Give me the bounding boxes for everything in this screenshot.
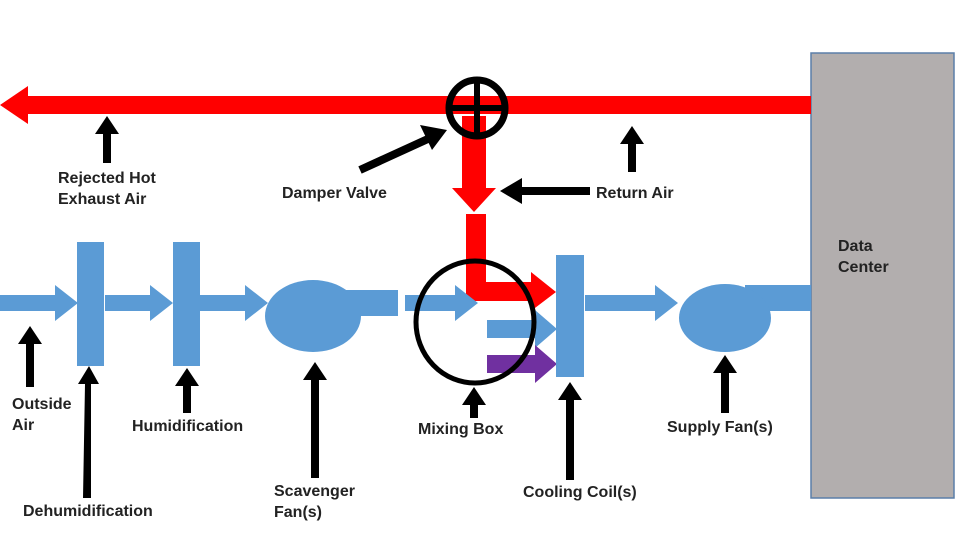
- flow-arrow-4: [405, 285, 478, 321]
- pointer-cooling-coil: [558, 382, 582, 480]
- flow-arrow-3: [200, 285, 268, 321]
- supply-fan-icon: [679, 284, 811, 352]
- outside-air-arrow: [0, 285, 78, 321]
- cold-air-arrow: [487, 345, 557, 383]
- dehumidification-label: Dehumidification: [23, 503, 153, 520]
- pointer-humidification: [175, 368, 199, 413]
- supply-fans-label: Supply Fan(s): [667, 419, 773, 436]
- pointer-return-air-head: [500, 178, 522, 204]
- dehumidification-panel: [77, 242, 104, 366]
- pointer-scavenger-fan: [303, 362, 327, 478]
- outside-air-label: Outside Air: [12, 396, 72, 434]
- pointer-outside-air: [18, 326, 42, 387]
- pointer-damper-head: [420, 125, 447, 150]
- pointer-dehumidification: [78, 366, 99, 498]
- mixing-box-label: Mixing Box: [418, 421, 504, 438]
- exhaust-air-arrow: [0, 86, 811, 124]
- flow-arrow-2: [105, 285, 173, 321]
- return-air-down-arrow: [452, 116, 496, 212]
- data-center-label: Data Center: [838, 238, 889, 276]
- pointer-damper-line: [358, 134, 432, 174]
- pointer-supply-fan: [713, 355, 737, 413]
- damper-valve-label: Damper Valve: [282, 185, 387, 202]
- data-center-block: [810, 52, 955, 499]
- humidification-label: Humidification: [132, 418, 244, 435]
- pointer-return-air: [620, 126, 644, 172]
- scavenger-fans-label: Scavenger Fan(s): [274, 483, 355, 521]
- return-air-to-mixer-arrow: [466, 214, 556, 311]
- pointer-rejected-exhaust: [95, 116, 119, 163]
- cooling-coils-label: Cooling Coil(s): [523, 484, 637, 501]
- pointer-arrows: [18, 116, 737, 498]
- mixed-air-arrow: [487, 310, 557, 348]
- flow-arrow-5: [585, 285, 678, 321]
- damper-valve-icon: [445, 76, 509, 140]
- return-air-label: Return Air: [596, 185, 674, 202]
- rejected-hot-exhaust-air-label: Rejected Hot Exhaust Air: [58, 170, 156, 208]
- pointer-mixing-box: [462, 387, 486, 418]
- scavenger-fan-icon: [265, 280, 398, 352]
- cooling-coil-panel: [556, 255, 584, 377]
- mixing-box-outline: [413, 258, 537, 386]
- humidification-panel: [173, 242, 200, 366]
